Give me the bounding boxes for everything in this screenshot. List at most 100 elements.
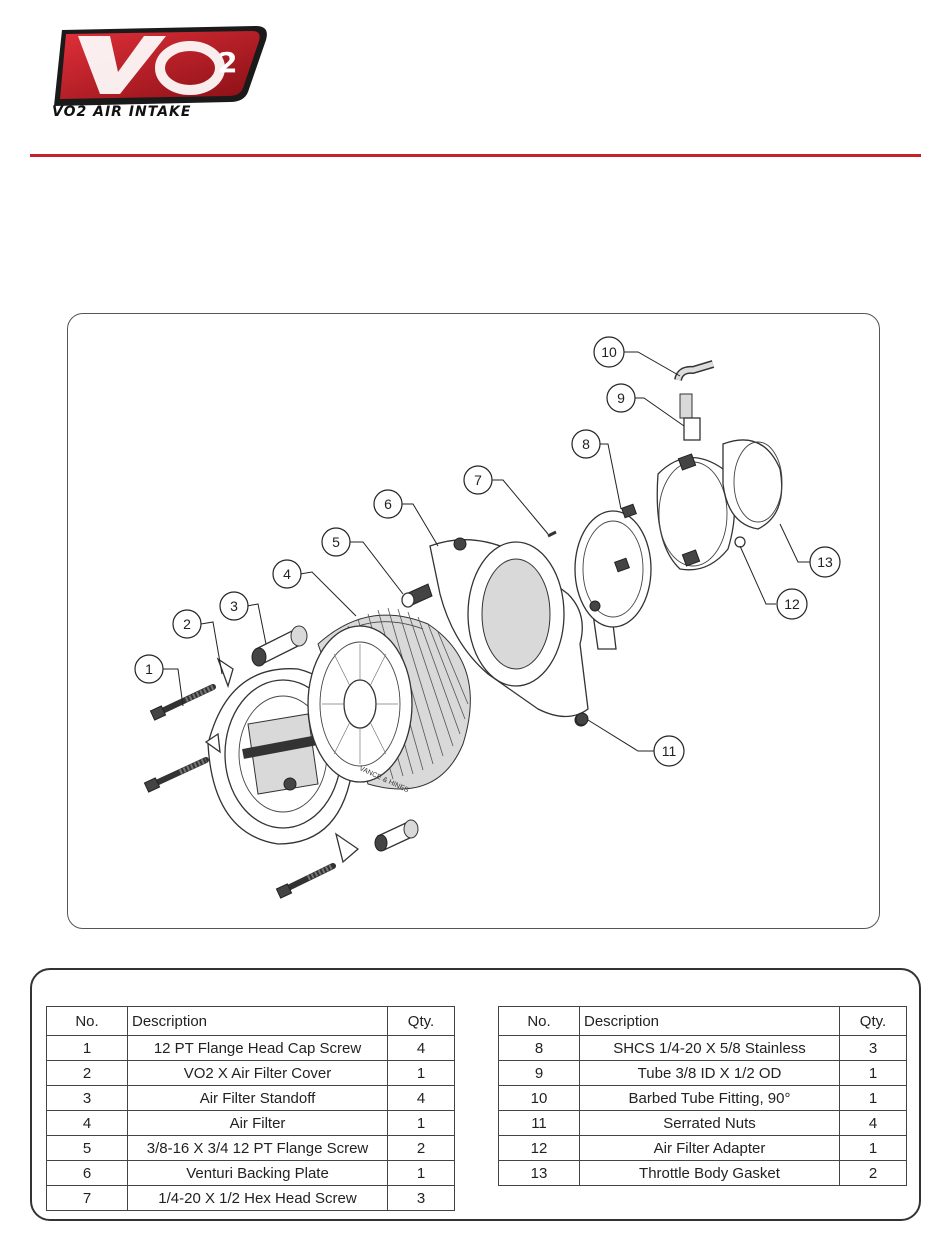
cell-no: 5 [46,1135,128,1161]
cell-qty: 4 [387,1035,455,1061]
callout-2: 2 [172,609,202,639]
part-11-serrated-nuts [575,600,601,726]
svg-text:10: 10 [601,344,617,360]
svg-text:5: 5 [332,534,340,550]
cell-qty: 3 [387,1185,455,1211]
header-divider [30,154,921,157]
cell-no: 13 [498,1160,580,1186]
callout-1: 1 [134,654,164,684]
brand-caption: VO2 AIR INTAKE [52,104,192,120]
part-4-air-filter: VANCE & HINES [307,607,471,794]
svg-text:2: 2 [183,616,191,632]
callout-5: 5 [321,527,351,557]
table-header-row: No. Description Qty. [498,1006,907,1036]
cell-no: 2 [46,1060,128,1086]
cell-no: 9 [498,1060,580,1086]
cell-description: Air Filter Standoff [127,1085,388,1111]
cell-qty: 1 [839,1085,907,1111]
cell-no: 3 [46,1085,128,1111]
callout-9: 9 [606,383,636,413]
svg-text:9: 9 [617,390,625,406]
cell-description: 12 PT Flange Head Cap Screw [127,1035,388,1061]
cell-description: SHCS 1/4-20 X 5/8 Stainless [579,1035,840,1061]
callout-4: 4 [272,559,302,589]
svg-text:7: 7 [474,472,482,488]
callout-12: 12 [776,588,808,620]
column-header-no: No. [498,1006,580,1036]
cell-description: 1/4-20 X 1/2 Hex Head Screw [127,1185,388,1211]
cell-description: 3/8-16 X 3/4 12 PT Flange Screw [127,1135,388,1161]
table-header-row: No. Description Qty. [46,1006,455,1036]
cell-qty: 1 [387,1160,455,1186]
part-12-air-filter-adapter [574,439,783,628]
cell-description: Barbed Tube Fitting, 90° [579,1085,840,1111]
cell-qty: 3 [839,1035,907,1061]
callout-6: 6 [373,489,403,519]
part-9-10-tube-and-fitting [674,360,715,441]
cell-no: 11 [498,1110,580,1136]
cell-description: Serrated Nuts [579,1110,840,1136]
cell-description: Air Filter [127,1110,388,1136]
cell-no: 10 [498,1085,580,1111]
callout-7: 7 [463,465,493,495]
cell-description: VO2 X Air Filter Cover [127,1060,388,1086]
cell-no: 12 [498,1135,580,1161]
callout-13: 13 [809,546,841,578]
svg-text:3: 3 [230,598,238,614]
cell-no: 8 [498,1035,580,1061]
svg-text:1: 1 [145,661,153,677]
cell-no: 4 [46,1110,128,1136]
column-header-no: No. [46,1006,128,1036]
svg-text:12: 12 [784,596,800,612]
exploded-diagram-panel: VANCE & HINES [67,313,880,929]
callout-8: 8 [571,429,601,459]
column-header-description: Description [579,1006,840,1036]
cell-description: Venturi Backing Plate [127,1160,388,1186]
cell-no: 6 [46,1160,128,1186]
column-header-qty: Qty. [839,1006,907,1036]
vo2-logo: 2 [54,26,267,106]
cell-qty: 1 [839,1060,907,1086]
cell-qty: 4 [839,1110,907,1136]
cell-qty: 2 [839,1160,907,1186]
cell-no: 7 [46,1185,128,1211]
svg-text:2: 2 [218,46,237,79]
callout-11: 11 [653,735,685,767]
cell-description: Tube 3/8 ID X 1/2 OD [579,1060,840,1086]
exploded-view-diagram: VANCE & HINES [134,336,841,899]
svg-text:11: 11 [662,743,677,759]
callout-10: 10 [593,336,625,368]
cell-qty: 1 [387,1060,455,1086]
column-header-qty: Qty. [387,1006,455,1036]
cell-qty: 4 [387,1085,455,1111]
column-header-description: Description [127,1006,388,1036]
cell-qty: 1 [387,1110,455,1136]
cell-description: Air Filter Adapter [579,1135,840,1161]
callout-3: 3 [219,591,249,621]
leader-lines [161,351,810,752]
svg-text:13: 13 [817,554,833,570]
cell-description: Throttle Body Gasket [579,1160,840,1186]
cell-qty: 2 [387,1135,455,1161]
cell-qty: 1 [839,1135,907,1161]
cell-no: 1 [46,1035,128,1061]
svg-text:8: 8 [582,436,590,452]
svg-text:4: 4 [283,566,291,582]
part-6-venturi-backing-plate [429,537,617,727]
svg-text:6: 6 [384,496,392,512]
